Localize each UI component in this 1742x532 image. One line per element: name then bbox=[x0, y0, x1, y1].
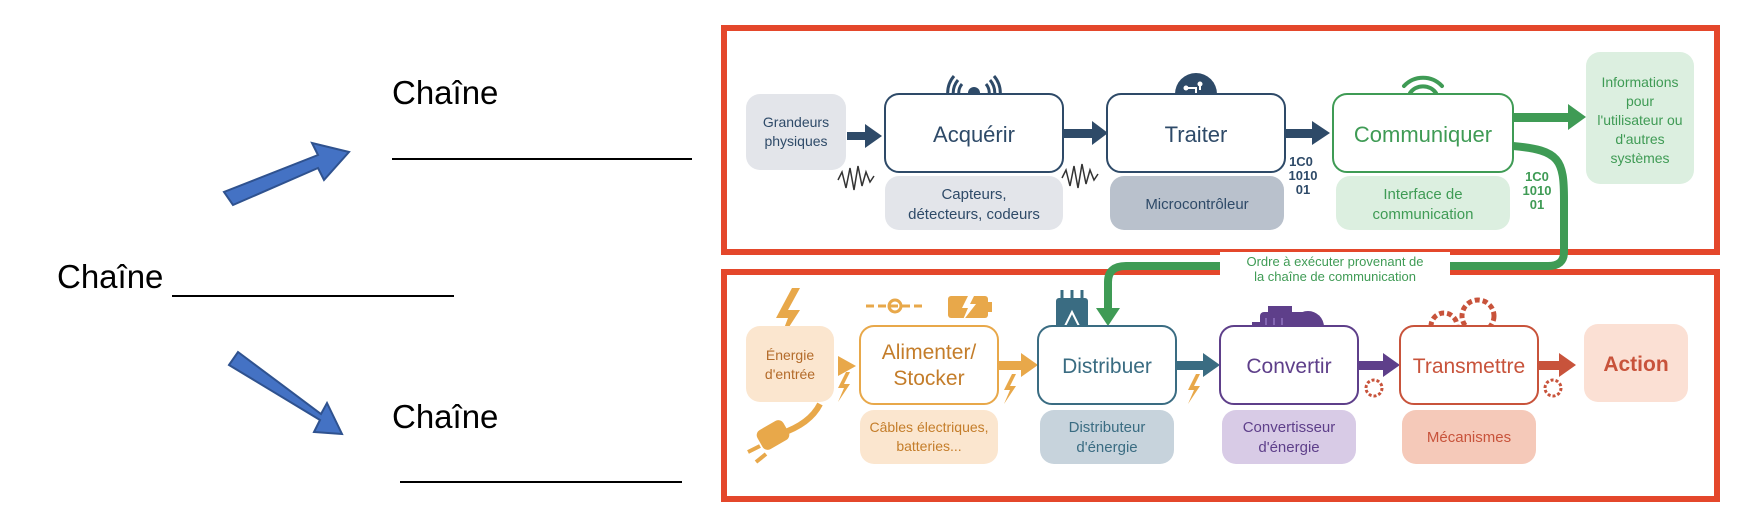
acquerir-sub-line1: Capteurs, bbox=[941, 186, 1006, 203]
convertir-title: Convertir bbox=[1246, 355, 1331, 378]
arrow-head bbox=[1568, 104, 1586, 130]
middle-chain-blank[interactable] bbox=[172, 295, 454, 297]
input-physical-line1: Grandeurs bbox=[763, 114, 829, 130]
acquerir-block bbox=[884, 93, 1064, 173]
arrow-shaft bbox=[1359, 361, 1385, 370]
arrow-head bbox=[1021, 353, 1038, 377]
acquerir-sub-box bbox=[885, 176, 1063, 230]
transmettre-title: Transmettre bbox=[1413, 355, 1525, 378]
top-chain-label: Chaîne bbox=[392, 74, 499, 111]
bottom-chain-blank[interactable] bbox=[400, 481, 682, 483]
arrow-head bbox=[1092, 121, 1108, 145]
arrow-head bbox=[1383, 353, 1400, 377]
arrow-head bbox=[1312, 121, 1330, 145]
output-info-line5: systèmes bbox=[1610, 150, 1669, 166]
communiquer-sub-line1: Interface de bbox=[1383, 186, 1462, 203]
arrow-head bbox=[838, 356, 856, 376]
plug-icon bbox=[747, 402, 823, 464]
alimenter-title-line2: Stocker bbox=[893, 367, 964, 390]
communiquer-block bbox=[1332, 93, 1514, 173]
transmettre-sub-line1: Mécanismes bbox=[1427, 429, 1511, 446]
convertir-block bbox=[1219, 325, 1359, 405]
order-text-line1: Ordre à exécuter provenant de bbox=[1246, 254, 1423, 269]
communiquer-sub-box bbox=[1336, 176, 1510, 230]
acquerir-title: Acquérir bbox=[933, 122, 1015, 147]
arrow-shaft bbox=[1177, 361, 1205, 370]
output-info-line4: d'autres bbox=[1615, 131, 1664, 147]
distribuer-sub-line1: Distributeur bbox=[1069, 419, 1146, 436]
traiter-block bbox=[1106, 93, 1286, 173]
order-link-arrowhead bbox=[1096, 308, 1120, 326]
input-energy-line1: Énergie bbox=[766, 347, 814, 363]
traiter-sub-line1: Microcontrôleur bbox=[1145, 196, 1248, 213]
alimenter-block bbox=[859, 325, 999, 405]
alimenter-sub-box bbox=[860, 410, 998, 464]
alimenter-sub-line2: batteries... bbox=[896, 438, 961, 454]
alimenter-sub-line1: Câbles électriques, bbox=[869, 419, 988, 435]
binary-b-line3: 01 bbox=[1530, 197, 1544, 212]
alimenter-title-line1: Alimenter/ bbox=[882, 341, 977, 364]
arrow-shaft bbox=[1286, 129, 1314, 138]
lightning-icon bbox=[838, 372, 850, 402]
input-energy-line2: d'entrée bbox=[765, 366, 815, 382]
convertir-sub-line2: d'énergie bbox=[1258, 439, 1319, 456]
acquerir-sub-line2: détecteurs, codeurs bbox=[908, 206, 1040, 223]
distribuer-block bbox=[1037, 325, 1177, 405]
signal-wave-icon bbox=[837, 165, 875, 191]
signal-wave-icon bbox=[1061, 163, 1099, 189]
order-link-arrow bbox=[1104, 142, 1568, 312]
transmettre-block bbox=[1399, 325, 1539, 405]
action-box bbox=[1584, 324, 1688, 402]
battery-icon bbox=[948, 292, 992, 322]
binary-a-line2: 1010 bbox=[1289, 168, 1318, 183]
top-chain-blank[interactable] bbox=[392, 158, 692, 160]
middle-chain-label: Chaîne bbox=[57, 258, 164, 295]
cable-icon bbox=[866, 298, 924, 314]
lightning-icon bbox=[1004, 374, 1016, 404]
arrow-shaft bbox=[1539, 361, 1561, 370]
arrow-head bbox=[1559, 353, 1576, 377]
traiter-sub-box bbox=[1110, 176, 1284, 230]
distribuer-title: Distribuer bbox=[1062, 355, 1152, 378]
output-info-line2: pour bbox=[1626, 93, 1654, 109]
arrow-shaft bbox=[1514, 113, 1570, 122]
convertir-sub-box bbox=[1222, 410, 1356, 464]
gear-icon bbox=[1364, 378, 1384, 398]
order-text-box bbox=[1220, 252, 1450, 282]
arrow-head bbox=[1203, 353, 1220, 377]
lightning-icon bbox=[1188, 374, 1200, 404]
output-info-box bbox=[1586, 52, 1694, 184]
binary-b-line2: 1010 bbox=[1523, 183, 1552, 198]
arrow-shaft bbox=[1064, 129, 1094, 138]
arrow-head bbox=[865, 124, 882, 148]
binary-a-line3: 01 bbox=[1296, 182, 1310, 197]
traiter-title: Traiter bbox=[1165, 122, 1228, 147]
input-physical-box bbox=[746, 94, 846, 170]
distribuer-sub-line2: d'énergie bbox=[1076, 439, 1137, 456]
bottom-chain-label: Chaîne bbox=[392, 398, 499, 435]
down-right-arrow bbox=[227, 350, 344, 436]
convertir-sub-line1: Convertisseur bbox=[1243, 419, 1336, 436]
input-energy-box bbox=[746, 326, 834, 402]
gear-icon bbox=[1543, 378, 1563, 398]
worksheet-arrows bbox=[222, 141, 351, 436]
output-info-line3: l'utilisateur ou bbox=[1597, 112, 1682, 128]
arrow-shaft bbox=[999, 361, 1023, 370]
arrow-shaft bbox=[847, 132, 867, 140]
binary-a-line1: 1C0 bbox=[1289, 154, 1313, 169]
communiquer-title: Communiquer bbox=[1354, 122, 1492, 147]
action-label: Action bbox=[1603, 353, 1668, 376]
binary-b-line1: 1C0 bbox=[1525, 169, 1549, 184]
output-info-line1: Informations bbox=[1601, 74, 1678, 90]
distribuer-sub-box bbox=[1040, 410, 1174, 464]
order-text-line2: la chaîne de communication bbox=[1254, 269, 1416, 284]
transmettre-sub-box bbox=[1402, 410, 1536, 464]
up-right-arrow bbox=[222, 141, 351, 207]
lightning-icon bbox=[776, 288, 800, 344]
input-physical-line2: physiques bbox=[764, 133, 827, 149]
communiquer-sub-line2: communication bbox=[1373, 206, 1474, 223]
